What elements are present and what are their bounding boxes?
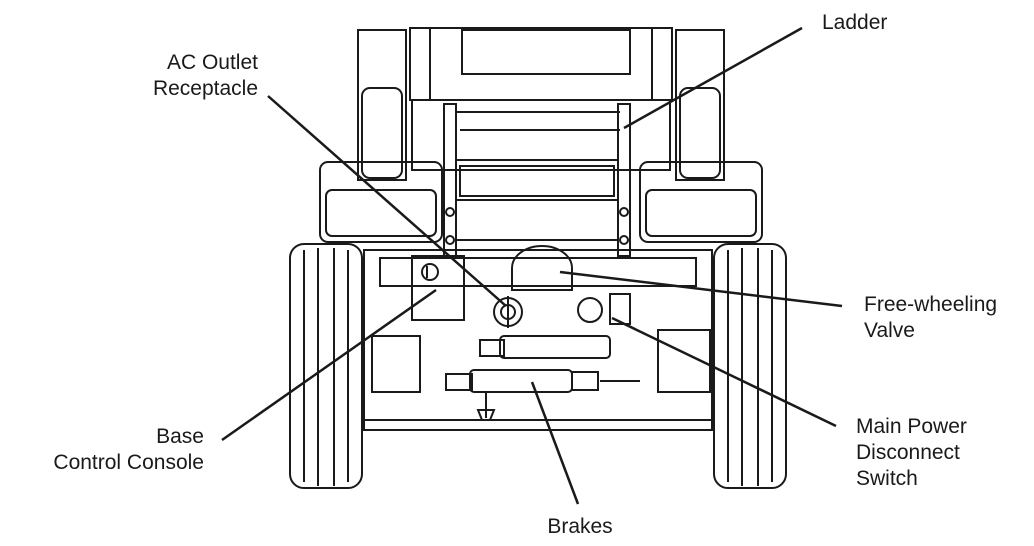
- label-ladder: Ladder: [822, 11, 888, 34]
- ladder-drawing: [443, 103, 631, 257]
- label-base-control-console: Base Control Console: [53, 425, 204, 474]
- right-wheel: [713, 243, 787, 489]
- base-control-console-drawing: [411, 255, 465, 321]
- base-frame: [363, 245, 713, 431]
- upper-mast-assembly: [357, 27, 725, 181]
- leader-ladder: [623, 26, 803, 130]
- ac-outlet-drawing: [493, 296, 523, 328]
- leader-base-control: [221, 288, 437, 442]
- label-free-wheeling-valve: Free-wheeling Valve: [864, 293, 998, 342]
- label-main-power-disconnect-switch: Main Power Disconnect Switch: [856, 415, 967, 490]
- left-wheel: [289, 243, 363, 489]
- valve-and-switch-drawing: [371, 293, 711, 393]
- label-ac-outlet: AC Outlet Receptacle: [152, 51, 258, 100]
- label-brakes: Brakes: [547, 515, 613, 538]
- leader-ac-outlet: [267, 95, 507, 307]
- platform-rails: [319, 161, 763, 243]
- leader-main-power: [611, 316, 837, 428]
- leader-free-wheeling: [559, 270, 843, 308]
- leader-brakes: [530, 381, 580, 505]
- leader-lines: [221, 26, 843, 505]
- brake-cylinders-drawing: [445, 335, 640, 421]
